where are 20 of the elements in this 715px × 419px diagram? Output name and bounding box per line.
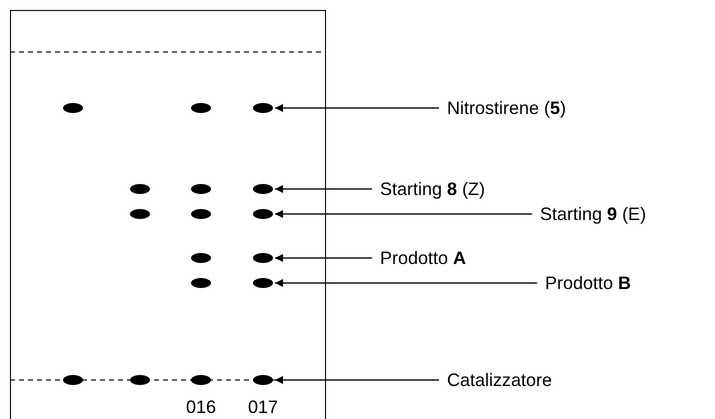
leader-arrow bbox=[275, 104, 439, 112]
compound-label: Nitrostirene (5) bbox=[447, 97, 566, 119]
spot bbox=[253, 103, 273, 113]
compound-label: Prodotto A bbox=[380, 247, 466, 269]
lane-number: 017 bbox=[248, 396, 278, 418]
compound-label: Starting 8 (Z) bbox=[380, 178, 486, 200]
leader-arrow bbox=[275, 254, 372, 262]
leader-arrow bbox=[275, 210, 532, 218]
spot bbox=[253, 278, 273, 288]
compound-label: Starting 9 (E) bbox=[540, 203, 646, 225]
compound-label: Prodotto B bbox=[545, 272, 632, 294]
spot bbox=[253, 209, 273, 219]
compound-label: Catalizzatore bbox=[447, 369, 552, 391]
spot bbox=[253, 253, 273, 263]
leader-arrow bbox=[275, 376, 439, 384]
spot bbox=[253, 184, 273, 194]
spot bbox=[253, 375, 273, 385]
lane-number: 016 bbox=[186, 396, 216, 418]
leader-arrow bbox=[275, 185, 372, 193]
leader-arrow bbox=[275, 279, 537, 287]
